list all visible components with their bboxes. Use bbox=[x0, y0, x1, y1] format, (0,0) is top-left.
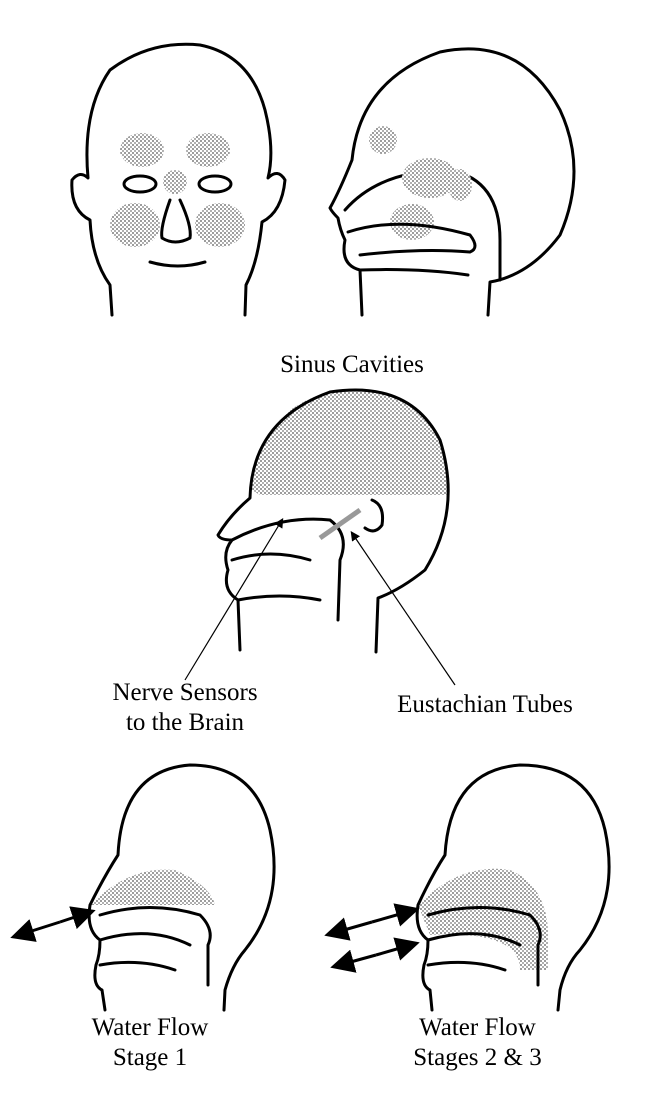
label-nerve-line2: to the Brain bbox=[125, 709, 245, 730]
side-head-illustration bbox=[328, 47, 576, 317]
caption-sinus-cavities: Sinus Cavities bbox=[280, 351, 424, 378]
caption-left-line2: Stage 1 bbox=[112, 1044, 188, 1071]
front-face-illustration bbox=[70, 42, 287, 317]
nerve-eustachian-head-illustration bbox=[184, 388, 456, 686]
water-flow-stages-2-3-illustration bbox=[324, 763, 611, 1012]
label-nerve-line1: Nerve Sensors bbox=[112, 679, 258, 706]
caption-left-line1: Water Flow bbox=[91, 1014, 209, 1041]
label-eustachian-tubes: Eustachian Tubes bbox=[397, 691, 573, 718]
label-nerve-sensors: Nerve Sensors to the Brain bbox=[60, 678, 310, 730]
caption-right-line2: Stages 2 & 3 bbox=[413, 1044, 542, 1071]
caption-water-flow-stages-2-3: Water Flow Stages 2 & 3 bbox=[375, 1013, 580, 1073]
caption-water-flow-stage1: Water Flow Stage 1 bbox=[60, 1013, 240, 1073]
caption-right-line1: Water Flow bbox=[419, 1014, 536, 1041]
water-flow-stage1-illustration bbox=[10, 763, 276, 1012]
